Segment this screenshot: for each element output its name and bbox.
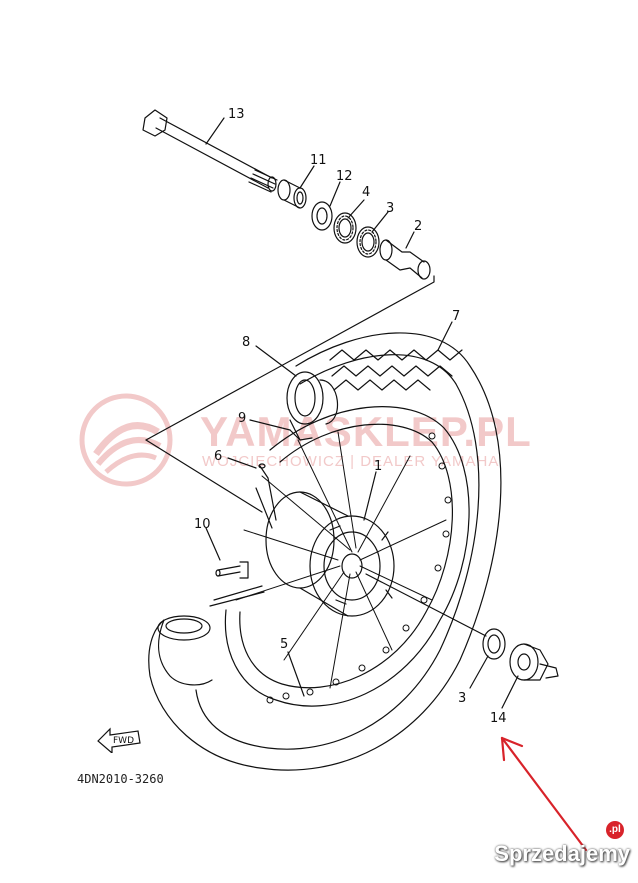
callout-12: 12 <box>336 169 353 184</box>
site-brand-watermark: Sprzedajemy <box>494 841 630 866</box>
forward-direction-icon: FWD <box>97 727 141 753</box>
rim-part <box>224 406 470 707</box>
bearing-part <box>482 628 506 660</box>
callout-11: 11 <box>310 153 327 168</box>
watermark-subtext: WOJCIECHOWICZ | DEALER YAMAHA <box>202 453 500 470</box>
callout-8: 8 <box>242 335 250 350</box>
tire-part <box>148 332 502 771</box>
callout-1: 1 <box>374 459 382 474</box>
callout-2: 2 <box>414 219 422 234</box>
spoke-item <box>258 463 277 521</box>
fwd-label: FWD <box>113 736 134 746</box>
site-brand-badge: .pl <box>606 821 624 839</box>
callout-3: 3 <box>386 201 394 216</box>
oil-seal-part <box>311 201 333 231</box>
meter-gear-unit-part <box>509 643 559 681</box>
bearing-part <box>356 226 380 258</box>
watermark-text: YAMASKLEP.PL <box>200 408 532 455</box>
callout-4: 4 <box>362 185 370 200</box>
callout-10: 10 <box>194 517 211 532</box>
bearing-part <box>333 212 357 244</box>
callout-7: 7 <box>452 309 460 324</box>
spokes-part <box>235 431 447 689</box>
callout-13: 13 <box>228 107 245 122</box>
spoke-item <box>255 429 301 529</box>
watermark-logo-icon <box>79 393 173 487</box>
callout-14: 14 <box>490 711 507 726</box>
spoke-nipple-part <box>215 561 249 579</box>
hub-part <box>265 491 395 617</box>
callout-5: 5 <box>280 637 288 652</box>
callout-9: 9 <box>238 411 246 426</box>
callout-3-lower: 3 <box>458 691 466 706</box>
highlight-arrow-icon <box>500 736 588 852</box>
axle-part <box>142 109 278 193</box>
diagram-code: 4DN2010-3260 <box>77 772 164 786</box>
spacer-part <box>379 239 431 280</box>
callout-6: 6 <box>214 449 222 464</box>
tube-valve-part <box>286 371 339 441</box>
